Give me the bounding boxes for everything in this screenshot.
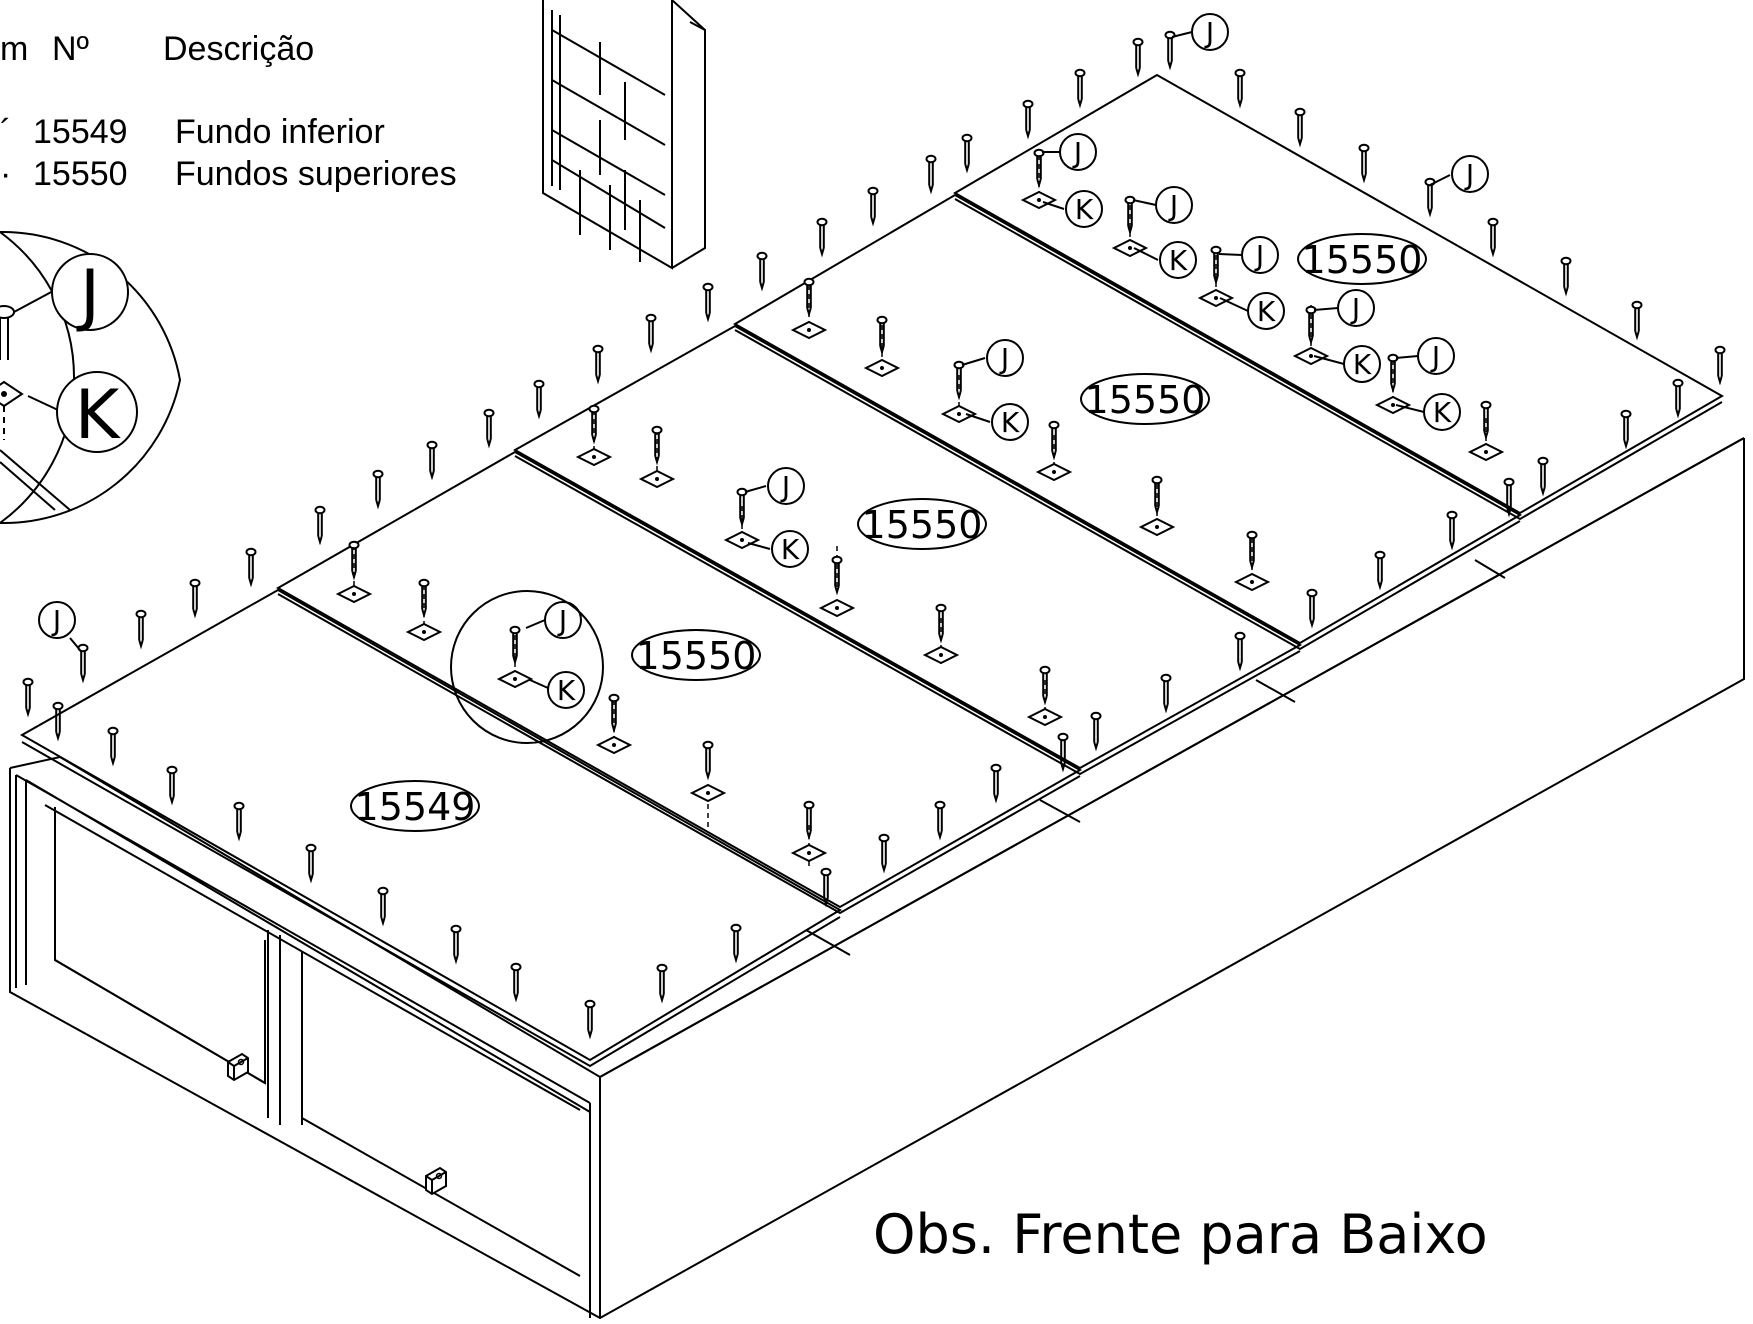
panel-15550 — [275, 450, 1083, 915]
plate-label: K — [557, 674, 576, 707]
parts-legend: m Nº Descrição ´ 15549 Fundo inferior · … — [0, 30, 457, 193]
hardware-labels: J K J K J K J K J K J K J K J K J J J — [51, 16, 1474, 707]
plate-label: K — [781, 533, 800, 566]
plate-label: K — [1001, 406, 1020, 439]
bookcase-thumbnail — [542, 0, 706, 270]
legend-header-number: Nº — [52, 30, 89, 68]
legend-header-item: m — [0, 30, 28, 68]
nail-label: J — [1168, 189, 1178, 222]
nail-label: J — [51, 604, 61, 637]
nail-label: J — [1464, 158, 1474, 191]
plate-label: K — [1257, 295, 1276, 328]
detail-nail-label: J — [76, 256, 100, 335]
nail-label: J — [1204, 16, 1214, 49]
part-label-15550: 15550 — [1085, 378, 1206, 422]
legend-row-description: Fundo inferior — [175, 113, 385, 151]
part-label-15550: 15550 — [636, 634, 757, 678]
legend-header-description: Descrição — [163, 30, 314, 68]
nail-label: J — [557, 604, 567, 637]
nail-label: J — [780, 470, 790, 503]
plate-label: K — [1433, 396, 1452, 429]
detail-callout: J K — [0, 230, 182, 525]
legend-row-mark: · — [0, 155, 11, 193]
legend-row-number: 15550 — [33, 155, 128, 193]
nail-label: J — [1350, 292, 1360, 325]
part-label-15549: 15549 — [355, 785, 476, 829]
plate-label: K — [1075, 193, 1094, 226]
plate-label: K — [1353, 348, 1372, 381]
hardware-callouts — [38, 13, 1489, 709]
legend-row-description: Fundos superiores — [175, 155, 457, 193]
detail-plate-label: K — [75, 376, 122, 455]
panel-15550 — [512, 324, 1303, 776]
part-label-15550: 15550 — [862, 503, 983, 547]
panel-15549 — [19, 588, 842, 1068]
panel-15550 — [732, 193, 1523, 651]
part-labels: 15549 15550 15550 15550 15550 — [350, 233, 1427, 832]
orientation-note: Obs. Frente para Baixo — [873, 1203, 1488, 1266]
plate-label: K — [1169, 244, 1188, 277]
nail-label: J — [1254, 239, 1264, 272]
nail-label: J — [1430, 340, 1440, 373]
part-label-15550: 15550 — [1302, 238, 1423, 282]
nail-label: J — [999, 342, 1009, 375]
panel-15550 — [952, 73, 1725, 521]
legend-row-number: 15549 — [33, 113, 128, 151]
nail-label: J — [1072, 136, 1082, 169]
zoom-circle — [450, 590, 604, 744]
cabinet-carcass — [9, 437, 1745, 1320]
legend-row-mark: ´ — [0, 113, 11, 151]
